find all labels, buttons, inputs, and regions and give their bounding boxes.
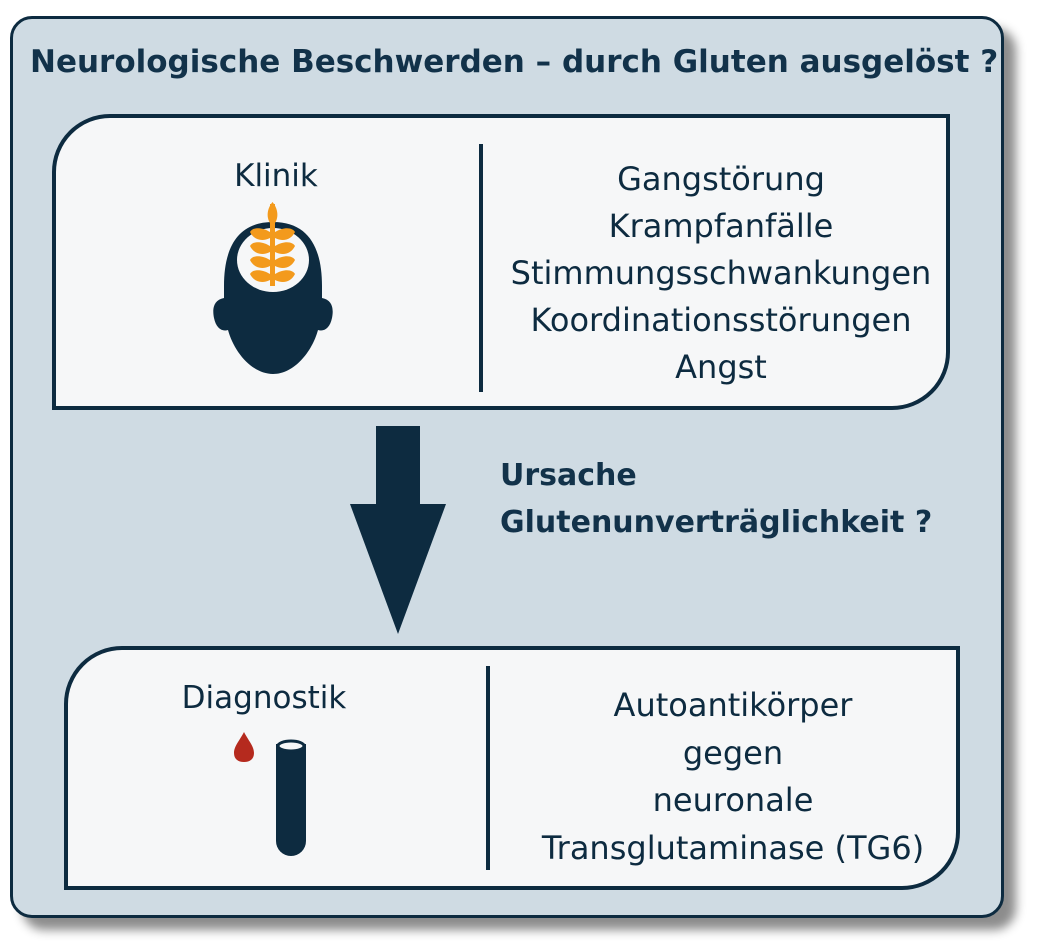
diagnostik-divider [486,666,490,870]
symptom-item: Koordinationsstörungen [530,301,912,339]
wheat-stem [270,204,275,286]
diagnostik-label: Diagnostik [181,680,347,716]
diagnostik-line: Transglutaminase (TG6) [541,828,925,867]
diagnostik-card: Diagnostik Autoantikörper gegen neuronal… [64,646,960,890]
symptom-item: Stimmungsschwankungen [510,254,932,292]
diagnostik-line: Autoantikörper [613,686,853,724]
klinik-divider [479,144,483,392]
klinik-label: Klinik [234,158,318,194]
blood-and-test-tube-icon [234,732,306,856]
symptom-item: Krampfanfälle [608,207,834,245]
cause-line-1: Ursache [500,458,637,493]
cause-line-2: Glutenunverträglichkeit ? [500,505,933,540]
symptom-item: Gangstörung [617,160,825,198]
cause-question: Ursache Glutenunverträglichkeit ? [500,452,932,546]
blood-drop-icon [234,732,254,762]
diagram-title: Neurologische Beschwerden – durch Gluten… [30,44,999,80]
symptom-item: Angst [675,348,767,386]
diagnostik-line: neuronale [652,781,814,819]
diagnostik-text: Autoantikörper gegen neuronale Transglut… [508,682,958,872]
wheat-tip [267,202,278,226]
symptom-list: Gangstörung Krampfanfälle Stimmungsschwa… [486,156,956,391]
klinik-card: Klinik Gangstörung Krampfanfälle Stimmun… [52,114,950,410]
test-tube-icon [276,739,306,856]
down-arrow-icon [350,426,446,634]
diagnostik-line: gegen [682,733,784,772]
head-with-wheat-icon [213,202,333,374]
